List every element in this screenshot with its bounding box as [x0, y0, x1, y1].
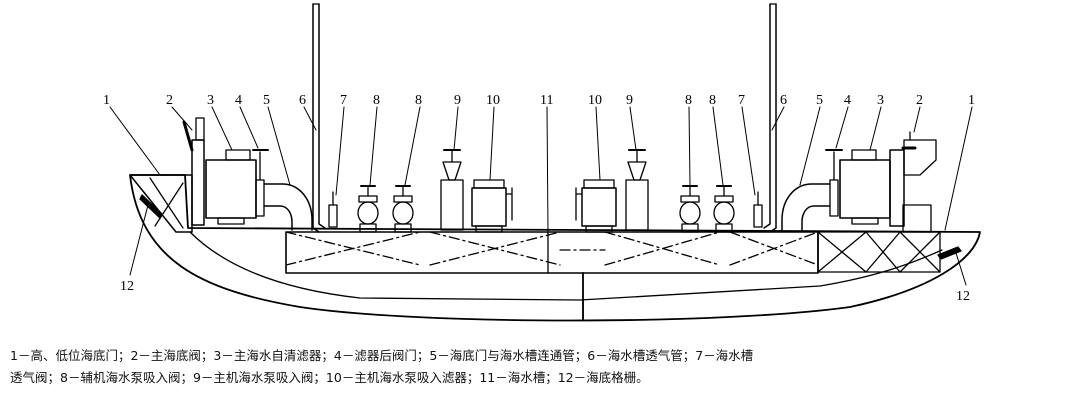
callout-8-left-b: 8 — [415, 93, 422, 108]
hull — [129, 174, 981, 322]
main-suction-filter-left — [471, 179, 513, 233]
vent-valve-left — [328, 204, 338, 228]
left-equipment — [182, 117, 513, 233]
main-suction-valve-right — [625, 149, 649, 231]
vent-pipes — [312, 3, 777, 233]
legend-line-1: 1－高、低位海底门；2－主海底阀；3－主海水自清滤器；4－滤器后阀门；5－海底门… — [10, 348, 754, 363]
callout-12-right: 12 — [956, 289, 970, 304]
sea-water-tank — [285, 231, 819, 274]
main-suction-filter-right — [575, 179, 617, 233]
callout-8-left-a: 8 — [373, 93, 380, 108]
callout-10-left: 10 — [486, 93, 500, 108]
diagram-drawing: 1 2 3 4 5 6 7 8 8 9 10 11 10 9 8 8 7 6 5… — [103, 3, 981, 322]
callout-3-right: 3 — [877, 93, 884, 108]
connecting-pipe-right — [781, 183, 831, 231]
callout-6-right: 6 — [780, 93, 787, 108]
callout-7-right: 7 — [738, 93, 745, 108]
tank-right-frame — [817, 231, 941, 273]
callout-5-right: 5 — [816, 93, 823, 108]
callout-1-right: 1 — [968, 93, 975, 108]
right-equipment — [575, 131, 937, 233]
callout-8-right-a: 8 — [685, 93, 692, 108]
vent-valve-right — [753, 204, 763, 228]
callout-8-right-b: 8 — [709, 93, 716, 108]
callout-5-left: 5 — [263, 93, 270, 108]
filter-valve-right — [829, 179, 839, 217]
callout-7-left: 7 — [340, 93, 347, 108]
callout-6-left: 6 — [299, 93, 306, 108]
callout-1-left: 1 — [103, 93, 110, 108]
sea-chest-left-diag2 — [154, 182, 184, 227]
callout-2-right: 2 — [916, 93, 923, 108]
main-suction-valve-left — [440, 149, 464, 231]
callout-9-left: 9 — [454, 93, 461, 108]
callout-labels: 1 2 3 4 5 6 7 8 8 9 10 11 10 9 8 8 7 6 5… — [103, 93, 975, 304]
legend-line-2: 透气阀；8－辅机海水泵吸入阀；9－主机海水泵吸入阀；10－主机海水泵吸入滤器；1… — [10, 370, 649, 385]
figure-legend: 1－高、低位海底门；2－主海底阀；3－主海水自清滤器；4－滤器后阀门；5－海底门… — [10, 345, 1072, 389]
callout-10-right: 10 — [588, 93, 602, 108]
hull-inner-line — [189, 231, 943, 301]
callout-9-right: 9 — [626, 93, 633, 108]
main-sea-valve-left — [191, 139, 205, 226]
main-sea-valve-right — [889, 149, 905, 227]
callout-12-left: 12 — [120, 279, 134, 294]
filter-valve-left — [255, 179, 265, 217]
callout-3-left: 3 — [207, 93, 214, 108]
connecting-pipe-left — [263, 183, 313, 231]
leader-lines — [109, 106, 973, 286]
self-cleaning-filter-left — [205, 159, 257, 219]
aux-valves-left — [357, 185, 414, 233]
tank-body — [285, 231, 819, 274]
hull-outline — [129, 174, 981, 322]
callout-4-left: 4 — [235, 93, 242, 108]
aux-valves-right — [679, 185, 735, 233]
grating-left — [139, 194, 163, 219]
sea-chest-left-diag — [149, 177, 184, 229]
callout-11: 11 — [540, 93, 553, 108]
self-cleaning-filter-right — [839, 159, 891, 219]
callout-4-right: 4 — [844, 93, 851, 108]
callout-2-left: 2 — [166, 93, 173, 108]
